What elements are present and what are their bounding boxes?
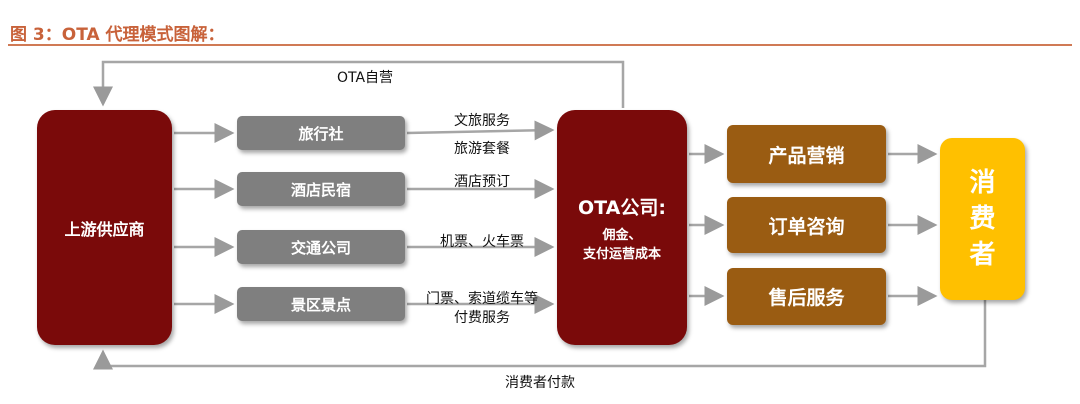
top-loop-label: OTA自营 — [336, 70, 394, 86]
agent-travel-agency: 旅行社 — [237, 116, 405, 150]
bottom-loop-line — [93, 300, 987, 370]
title-rule — [8, 44, 1072, 46]
agent-hotel: 酒店民宿 — [237, 172, 405, 206]
flow-label: 付费服务 — [454, 310, 510, 326]
upstream-supplier-box: 上游供应商 — [37, 110, 172, 345]
ota-line2: 支付运营成本 — [582, 247, 661, 262]
flow-label: 门票、索道缆车等 — [426, 291, 538, 307]
consumer-box: 消 费 者 — [940, 138, 1025, 300]
agent-scenic: 景区景点 — [237, 287, 405, 321]
flow-label: 文旅服务 — [454, 113, 510, 129]
agent-transport: 交通公司 — [237, 230, 405, 264]
top-loop-line — [93, 60, 625, 108]
ota-company-box: OTA公司: 佣金、 支付运营成本 — [557, 110, 687, 345]
service-order-inquiry: 订单咨询 — [727, 197, 886, 253]
figure-title: 图 3：OTA 代理模式图解： — [10, 25, 225, 45]
flow-label: 机票、火车票 — [440, 234, 524, 250]
service-marketing: 产品营销 — [727, 125, 886, 183]
bottom-loop-label: 消费者付款 — [505, 375, 575, 391]
flow-label: 旅游套餐 — [454, 141, 510, 157]
ota-line1: 佣金、 — [602, 228, 642, 243]
flow-label: 酒店预订 — [454, 174, 510, 190]
ota-title: OTA公司: — [578, 197, 666, 219]
service-after-sales: 售后服务 — [727, 268, 886, 325]
